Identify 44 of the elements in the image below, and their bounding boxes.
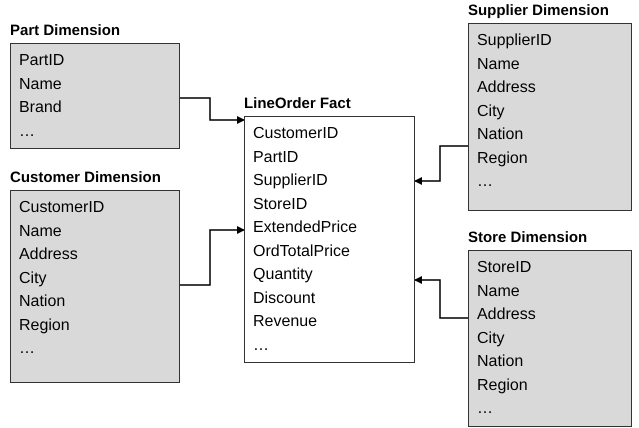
table-heading: Customer Dimension [10, 168, 162, 188]
field-name: Nation [19, 292, 66, 312]
connector-arrow [414, 276, 468, 319]
field-name: Nation [477, 352, 524, 372]
field-name: Quantity [253, 265, 314, 285]
table-heading: Supplier Dimension [468, 1, 610, 21]
table-heading: Store Dimension [468, 228, 588, 248]
field-name: City [477, 102, 506, 122]
field-name: … [477, 399, 494, 419]
field-name: ExtendedPrice [253, 218, 358, 238]
table-heading: LineOrder Fact [244, 94, 352, 114]
field-name: Discount [253, 288, 316, 308]
field-name: Region [477, 148, 529, 168]
field-name: Region [477, 376, 529, 396]
field-name: Region [19, 316, 71, 336]
table-heading: Part Dimension [10, 21, 122, 41]
connector-arrow [180, 97, 245, 124]
field-name: SupplierID [253, 171, 329, 191]
field-name: SupplierID [477, 31, 553, 51]
field-name: OrdTotalPrice [253, 242, 351, 262]
field-name: Name [477, 54, 521, 74]
field-name: … [19, 339, 36, 359]
field-name: Address [19, 245, 79, 265]
field-name: StoreID [477, 258, 532, 278]
field-name: Revenue [253, 312, 318, 332]
field-name: Name [19, 222, 63, 242]
field-name: PartID [19, 51, 66, 71]
field-name: Address [477, 78, 537, 98]
field-name: Name [19, 74, 63, 94]
field-name: City [19, 268, 48, 288]
field-name: StoreID [253, 194, 308, 214]
connector-arrow [414, 145, 468, 185]
field-name: … [253, 336, 270, 356]
connector-arrow [180, 226, 245, 286]
field-name: Name [477, 282, 521, 302]
field-name: City [477, 328, 506, 348]
field-name: CustomerID [253, 124, 340, 144]
field-name: Brand [19, 98, 63, 118]
field-name: CustomerID [19, 198, 106, 218]
field-name: PartID [253, 148, 300, 168]
field-name: … [477, 172, 494, 192]
field-name: Address [477, 305, 537, 325]
field-name: … [19, 122, 36, 142]
field-name: Nation [477, 125, 524, 145]
